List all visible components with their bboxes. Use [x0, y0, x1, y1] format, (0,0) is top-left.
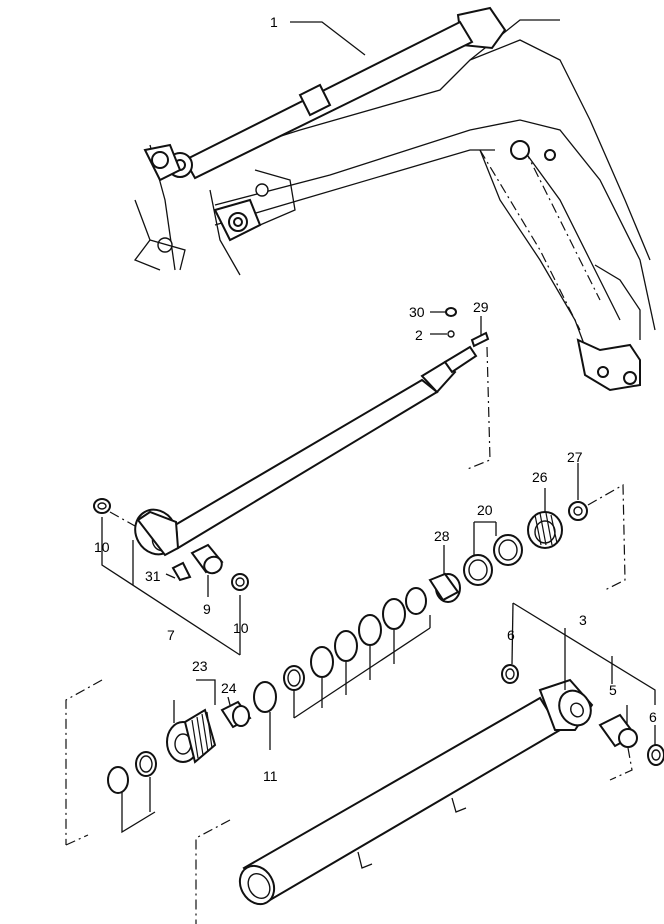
callout-2: 2 [415, 327, 423, 343]
callout-10-right: 10 [233, 620, 249, 636]
rod-guide [65, 679, 252, 846]
callout-27: 27 [567, 449, 583, 465]
callout-11: 11 [263, 768, 278, 784]
callout-6-lower: 6 [649, 709, 657, 725]
seal-set [253, 587, 427, 713]
callout-1: 1 [270, 14, 278, 30]
callout-7: 7 [167, 627, 175, 643]
callout-23: 23 [192, 658, 208, 674]
callout-30: 30 [409, 304, 425, 320]
callout-26: 26 [532, 469, 548, 485]
callout-5: 5 [609, 682, 617, 698]
callout-labels: 1 30 29 2 10 31 9 7 10 27 26 20 28 3 6 5… [94, 14, 657, 784]
callout-28: 28 [434, 528, 450, 544]
cylinder-tube [195, 664, 664, 924]
boom-assembly [133, 6, 656, 392]
callout-9: 9 [203, 601, 211, 617]
leader-lines [101, 21, 656, 834]
callout-24: 24 [221, 680, 237, 696]
piston-rod-assembly [93, 307, 491, 591]
callout-6-upper: 6 [507, 627, 515, 643]
callout-29: 29 [473, 299, 489, 315]
callout-20: 20 [477, 502, 493, 518]
callout-31: 31 [145, 568, 161, 584]
piston-parts [409, 483, 626, 603]
callout-10-left: 10 [94, 539, 110, 555]
callout-3: 3 [579, 612, 587, 628]
